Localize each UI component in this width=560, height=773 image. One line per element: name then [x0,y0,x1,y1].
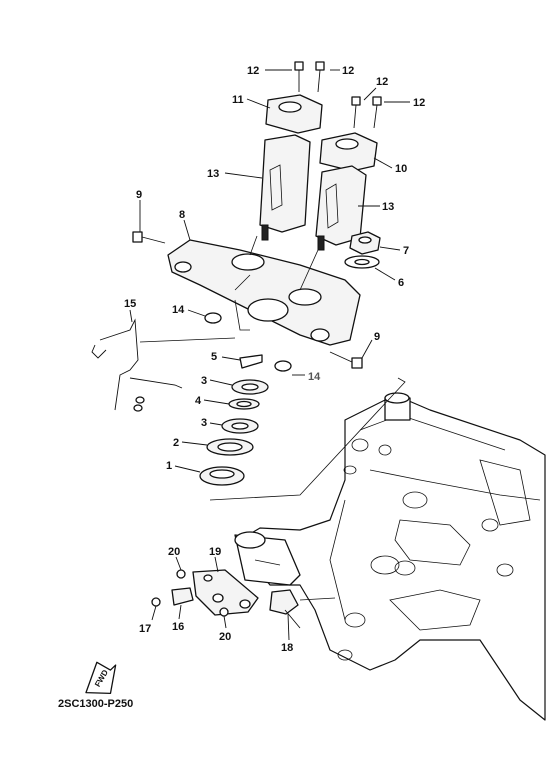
bearing-stack [199,354,269,486]
callout-14: 14 [308,371,321,383]
callout-19: 19 [209,546,221,558]
callout-9: 9 [136,189,142,201]
callout-3: 3 [201,417,207,429]
diagram-code: 2SC1300-P250 [58,698,134,710]
callout-3: 3 [201,375,207,387]
leader-lines [139,235,406,601]
upper-bracket [167,239,361,346]
callout-13: 13 [207,168,219,180]
switch-assembly [151,569,301,629]
callout-18: 18 [281,642,293,654]
callout-20: 20 [168,546,180,558]
callout-12: 12 [247,65,259,77]
handlebar-holder-left [259,94,323,241]
callout-7: 7 [403,245,409,257]
callout-20: 20 [219,631,231,643]
callout-13: 13 [382,201,394,213]
callout-10: 10 [395,163,407,175]
handlebar-holder-right [315,132,378,251]
cable-guide-15 [91,318,183,412]
callout-12: 12 [342,65,354,77]
callout-14: 14 [172,304,185,316]
callout-labels: 12 12 12 12 11 10 13 13 9 8 7 6 14 9 14 … [124,65,425,654]
callout-5: 5 [211,351,217,363]
pinch-bolts-9 [132,231,363,369]
callout-8: 8 [179,209,185,221]
callout-1: 1 [166,460,172,472]
callout-2: 2 [173,437,179,449]
steering-nut-7-washer-6 [344,231,381,269]
frame-assembly [234,392,546,721]
nuts-14 [204,312,292,372]
bolt-set-12 [294,61,382,129]
callout-6: 6 [398,277,404,289]
callout-17: 17 [139,623,151,635]
callout-9: 9 [374,331,380,343]
callout-11: 11 [232,94,244,106]
callout-16: 16 [172,621,184,633]
callout-15: 15 [124,298,136,310]
fwd-arrow-icon: FWD [85,661,117,695]
callout-lines [129,69,410,641]
callout-12: 12 [413,97,425,109]
callout-12: 12 [376,76,388,88]
callout-4: 4 [195,395,202,407]
